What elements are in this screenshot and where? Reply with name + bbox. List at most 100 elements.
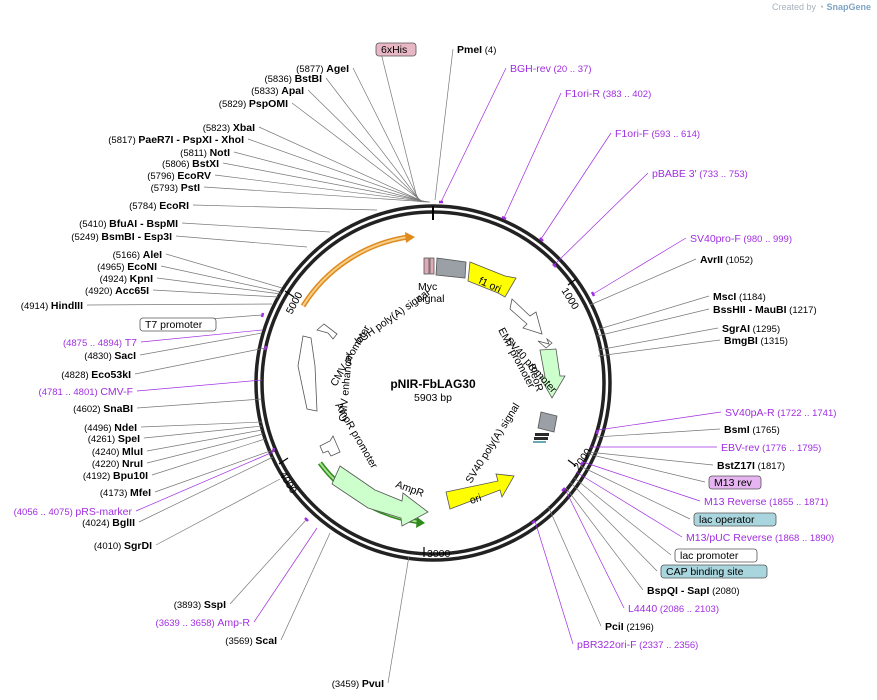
left-site-label-5[interactable]: (5823) XbaI: [203, 122, 255, 134]
feature-box-text: T7 promoter: [145, 319, 203, 331]
feature-ori[interactable]: [445, 473, 515, 510]
site-name: PvuI: [362, 678, 384, 690]
right-leader-4: [553, 172, 649, 266]
primer-mark-sv40pa: [595, 429, 600, 435]
feature-sv40-promoter[interactable]: [509, 298, 543, 335]
right-site-label-3[interactable]: F1ori-F (593 .. 614): [615, 128, 700, 140]
left-site-label-14[interactable]: (5166) AleI: [113, 249, 162, 261]
right-site-label-21[interactable]: BspQI - SapI (2080): [647, 585, 740, 597]
site-label-text: (4924) KpnI: [100, 273, 154, 285]
site-position: (2080): [709, 586, 739, 597]
right-leader-15: [587, 453, 706, 483]
right-site-label-14[interactable]: BstZ17I (1817): [717, 460, 785, 472]
right-site-label-11[interactable]: SV40pA-R (1722 .. 1741): [725, 407, 836, 419]
left-site-label-22[interactable]: (4828) Eco53kI: [61, 369, 131, 381]
left-site-label-11[interactable]: (5784) EcoRI: [129, 200, 189, 212]
right-site-label-7[interactable]: MscI (1184): [713, 291, 766, 303]
right-site-label-18[interactable]: M13/pUC Reverse (1868 .. 1890): [686, 532, 834, 544]
site-label-text: (4220) NruI: [92, 458, 143, 470]
left-site-label-10[interactable]: (5793) PstI: [151, 182, 200, 194]
left-site-label-17[interactable]: (4920) Acc65I: [85, 285, 149, 297]
site-label-text: (4024) BglII: [82, 517, 135, 529]
left-site-label-13[interactable]: (5249) BsmBI - Esp3I: [71, 231, 172, 243]
left-site-label-31[interactable]: (4056 .. 4075) pRS-marker: [14, 506, 133, 518]
left-site-label-3[interactable]: (5833) ApaI: [251, 85, 304, 97]
site-label-text: M13/pUC Reverse (1868 .. 1890): [686, 532, 834, 544]
left-site-label-32[interactable]: (4024) BglII: [82, 517, 135, 529]
left-site-label-35[interactable]: (3639 .. 3658) Amp-R: [156, 617, 251, 629]
site-label-text: (3893) SspI: [174, 599, 226, 611]
site-position: (3459): [332, 679, 362, 690]
left-site-label-4[interactable]: (5829) PspOMI: [219, 98, 288, 110]
right-site-label-23[interactable]: PciI (2196): [605, 621, 654, 633]
feature-bleor[interactable]: [539, 348, 566, 399]
right-site-label-10[interactable]: BmgBI (1315): [724, 335, 788, 347]
feature-cmv-enhancer[interactable]: [297, 335, 318, 412]
feature-em7-promoter[interactable]: [537, 337, 553, 349]
right-site-label-4[interactable]: pBABE 3' (733 .. 753): [652, 168, 748, 180]
left-site-label-18[interactable]: (4914) HindIII: [21, 300, 83, 312]
left-leader-22: [134, 347, 266, 375]
feature-myc[interactable]: [423, 257, 435, 275]
right-site-label-0[interactable]: PmeI (4): [457, 44, 496, 56]
site-name: PciI: [605, 621, 624, 633]
left-site-label-34[interactable]: (3893) SspI: [174, 599, 226, 611]
feature-ampr[interactable]: [331, 465, 429, 527]
right-site-label-1[interactable]: BGH-rev (20 .. 37): [510, 63, 592, 75]
feature-sv40-polya[interactable]: [537, 411, 558, 433]
right-site-label-13[interactable]: EBV-rev (1776 .. 1795): [721, 442, 821, 454]
left-site-label-23[interactable]: (4781 .. 4801) CMV-F: [39, 386, 133, 398]
left-site-label-2[interactable]: (5836) BstBI: [264, 73, 322, 85]
plasmid-length: 5903 bp: [414, 392, 452, 404]
left-site-label-6[interactable]: (5817) PaeR7I - PspXI - XhoI: [108, 134, 244, 146]
right-site-label-22[interactable]: L4440 (2086 .. 2103): [628, 603, 719, 615]
left-site-label-12[interactable]: (5410) BfuAI - BspMI: [79, 218, 178, 230]
left-site-label-36[interactable]: (3569) ScaI: [225, 635, 277, 647]
left-site-label-27[interactable]: (4240) MluI: [92, 446, 143, 458]
right-site-label-20[interactable]: CAP binding site: [660, 564, 768, 579]
left-site-label-33[interactable]: (4010) SgrDI: [94, 540, 152, 552]
left-site-label-29[interactable]: (4192) Bpu10I: [83, 470, 148, 482]
left-site-label-21[interactable]: (4830) SacI: [84, 350, 136, 362]
left-site-label-19[interactable]: T7 promoter: [139, 317, 217, 332]
left-site-label-16[interactable]: (4924) KpnI: [100, 273, 154, 285]
right-site-label-12[interactable]: BsmI (1765): [724, 424, 780, 436]
left-site-label-1[interactable]: (5877) AgeI: [296, 63, 349, 75]
site-position: (5829): [219, 99, 249, 110]
site-position: (5166): [113, 250, 143, 261]
right-site-label-17[interactable]: lac operator: [693, 512, 777, 527]
right-site-label-19[interactable]: lac promoter: [674, 548, 758, 563]
right-site-label-2[interactable]: F1ori-R (383 .. 402): [565, 88, 651, 100]
right-site-label-15[interactable]: M13 rev: [708, 475, 762, 490]
left-site-label-28[interactable]: (4220) NruI: [92, 458, 143, 470]
site-label-text: (5817) PaeR7I - PspXI - XhoI: [108, 134, 244, 146]
left-site-label-0[interactable]: 6xHis: [375, 42, 417, 57]
feature-ampr-promoter[interactable]: [319, 435, 341, 457]
right-leader-5: [592, 237, 687, 295]
feature-cmv-promoter[interactable]: [316, 323, 338, 340]
left-site-label-20[interactable]: (4875 .. 4894) T7: [63, 337, 137, 349]
site-label-text: (4010) SgrDI: [94, 540, 152, 552]
site-label-text: (4173) MfeI: [100, 487, 151, 499]
site-label-text: M13 Reverse (1855 .. 1871): [704, 496, 828, 508]
left-site-label-24[interactable]: (4602) SnaBI: [73, 403, 133, 415]
site-name: PaeR7I - PspXI - XhoI: [138, 134, 244, 146]
left-site-label-7[interactable]: (5811) NotI: [180, 147, 230, 159]
left-site-label-37[interactable]: (3459) PvuI: [332, 678, 384, 690]
left-site-label-25[interactable]: (4496) NdeI: [84, 422, 137, 434]
right-site-label-5[interactable]: SV40pro-F (980 .. 999): [690, 233, 792, 245]
left-site-label-26[interactable]: (4261) SpeI: [88, 433, 140, 445]
right-site-label-6[interactable]: AvrII (1052): [700, 254, 753, 266]
left-site-label-8[interactable]: (5806) BstXI: [162, 158, 219, 170]
left-site-label-9[interactable]: (5796) EcoRV: [147, 170, 211, 182]
right-site-label-9[interactable]: SgrAI (1295): [722, 323, 780, 335]
primer-mark-m13: [579, 461, 585, 466]
feature-bgh-polya[interactable]: [435, 257, 467, 279]
feature-f1-ori[interactable]: [467, 261, 517, 298]
left-site-label-15[interactable]: (4965) EcoNI: [97, 261, 157, 273]
site-label-text: pBABE 3' (733 .. 753): [652, 168, 748, 180]
right-site-label-16[interactable]: M13 Reverse (1855 .. 1871): [704, 496, 828, 508]
left-site-label-30[interactable]: (4173) MfeI: [100, 487, 151, 499]
right-site-label-8[interactable]: BssHII - MauBI (1217): [713, 304, 817, 316]
right-site-label-24[interactable]: pBR322ori-F (2337 .. 2356): [577, 639, 698, 651]
